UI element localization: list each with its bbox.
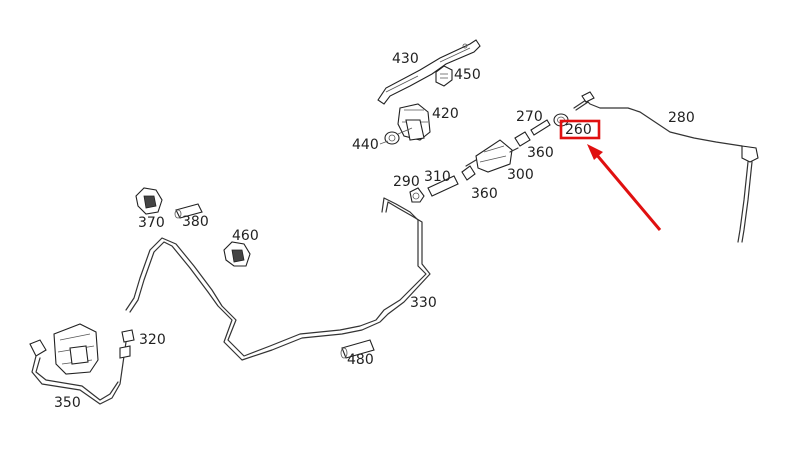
fuel-line-330[interactable] bbox=[125, 197, 431, 361]
callout-320: 320 bbox=[139, 332, 166, 348]
highlight-box bbox=[559, 119, 601, 140]
bracket-430[interactable] bbox=[377, 39, 481, 105]
callout-420: 420 bbox=[432, 106, 459, 122]
callout-280: 280 bbox=[668, 110, 695, 126]
callout-290: 290 bbox=[393, 174, 420, 190]
callout-430: 430 bbox=[392, 51, 419, 67]
hose-310[interactable] bbox=[427, 175, 459, 197]
callout-450: 450 bbox=[454, 67, 481, 83]
callout-440: 440 bbox=[352, 137, 379, 153]
connector-290[interactable] bbox=[409, 187, 425, 203]
callout-270: 270 bbox=[516, 109, 543, 125]
fuel-line-280[interactable] bbox=[573, 91, 759, 243]
ring-440[interactable] bbox=[379, 127, 413, 145]
callout-360-lower: 360 bbox=[471, 186, 498, 202]
connector-320[interactable] bbox=[119, 329, 135, 371]
heater-line-350[interactable] bbox=[29, 323, 123, 405]
callout-310: 310 bbox=[424, 169, 451, 185]
clamp-460[interactable] bbox=[223, 241, 251, 267]
sleeve-380[interactable] bbox=[174, 203, 203, 219]
callout-300: 300 bbox=[507, 167, 534, 183]
sleeve-480[interactable] bbox=[340, 339, 375, 359]
callout-370: 370 bbox=[138, 215, 165, 231]
hose-360-upper[interactable] bbox=[514, 131, 531, 147]
callout-360-upper: 360 bbox=[527, 145, 554, 161]
callout-330: 330 bbox=[410, 295, 437, 311]
callout-350: 350 bbox=[54, 395, 81, 411]
clamp-420[interactable] bbox=[397, 103, 431, 141]
nut-450[interactable] bbox=[435, 65, 453, 87]
hose-270[interactable] bbox=[530, 119, 551, 136]
hose-360-lower[interactable] bbox=[461, 165, 476, 181]
fuel-filter-300[interactable] bbox=[465, 139, 519, 173]
callout-480: 480 bbox=[347, 352, 374, 368]
clamp-370[interactable] bbox=[135, 187, 163, 215]
callout-460: 460 bbox=[232, 228, 259, 244]
pointer-arrow bbox=[587, 144, 662, 231]
callout-260: 260 bbox=[565, 122, 592, 138]
callout-380: 380 bbox=[182, 214, 209, 230]
